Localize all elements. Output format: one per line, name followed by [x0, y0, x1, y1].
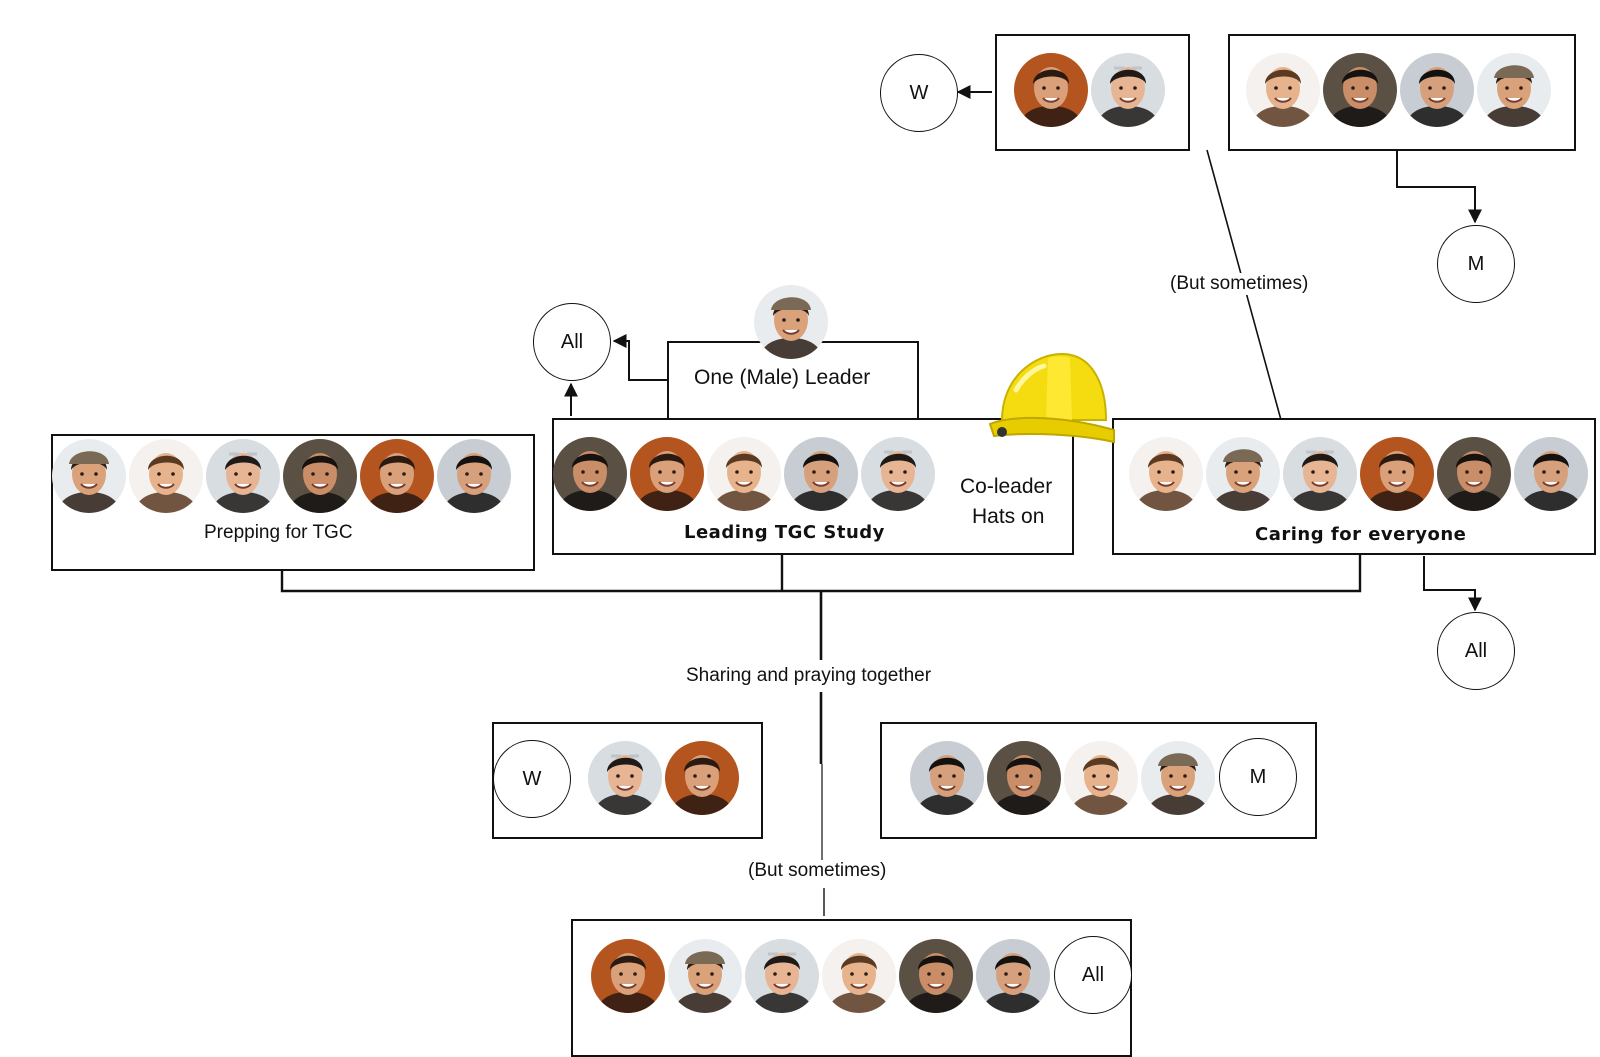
caring-label: Caring for everyone — [1255, 524, 1467, 545]
avatar — [1091, 53, 1165, 127]
avatar — [745, 939, 819, 1013]
avatar — [1360, 437, 1434, 511]
avatar — [665, 741, 739, 815]
avatar — [861, 437, 935, 511]
avatar — [591, 939, 665, 1013]
avatar — [1246, 53, 1320, 127]
avatar — [1477, 53, 1551, 127]
coleader-label-1: Co-leader — [960, 475, 1053, 498]
avatar — [588, 741, 662, 815]
avatar — [1206, 437, 1280, 511]
prepping-label: Prepping for TGC — [204, 522, 353, 543]
avatar — [360, 439, 434, 513]
w-node-top: W — [880, 54, 958, 132]
w-node-bottom: W — [493, 740, 571, 818]
avatar — [206, 439, 280, 513]
sharing-label: Sharing and praying together — [682, 665, 936, 687]
avatar — [910, 741, 984, 815]
avatar — [822, 939, 896, 1013]
avatar — [899, 939, 973, 1013]
arrow-to-m-top — [1396, 150, 1482, 224]
avatar — [1283, 437, 1357, 511]
avatar — [630, 437, 704, 511]
hard-hat-icon — [988, 352, 1115, 444]
avatar — [987, 741, 1061, 815]
but-sometimes-top-label: (But sometimes) — [1166, 273, 1313, 295]
avatar — [129, 439, 203, 513]
avatar — [1323, 53, 1397, 127]
avatar — [784, 437, 858, 511]
avatar — [1129, 437, 1203, 511]
avatar — [283, 439, 357, 513]
arrow-leader-to-all — [612, 334, 667, 381]
avatar — [668, 939, 742, 1013]
avatar — [52, 439, 126, 513]
avatar — [1400, 53, 1474, 127]
all-node-caring: All — [1437, 612, 1515, 690]
all-node-bottom: All — [1054, 936, 1132, 1014]
m-node-top: M — [1437, 225, 1515, 303]
avatar — [1437, 437, 1511, 511]
avatar — [707, 437, 781, 511]
avatar — [1141, 741, 1215, 815]
avatar — [1064, 741, 1138, 815]
avatar — [754, 285, 828, 359]
leading-label: Leading TGC Study — [684, 522, 885, 543]
arrow-caring-to-all — [1423, 556, 1482, 612]
avatar — [1014, 53, 1088, 127]
but-sometimes-bottom-label: (But sometimes) — [744, 860, 891, 882]
m-node-bottom: M — [1219, 738, 1297, 816]
coleader-label-2: Hats on — [972, 505, 1045, 528]
one-leader-label: One (Male) Leader — [694, 366, 871, 389]
avatar — [1514, 437, 1588, 511]
avatar — [437, 439, 511, 513]
all-node-leader: All — [533, 303, 611, 381]
avatar — [976, 939, 1050, 1013]
avatar — [553, 437, 627, 511]
